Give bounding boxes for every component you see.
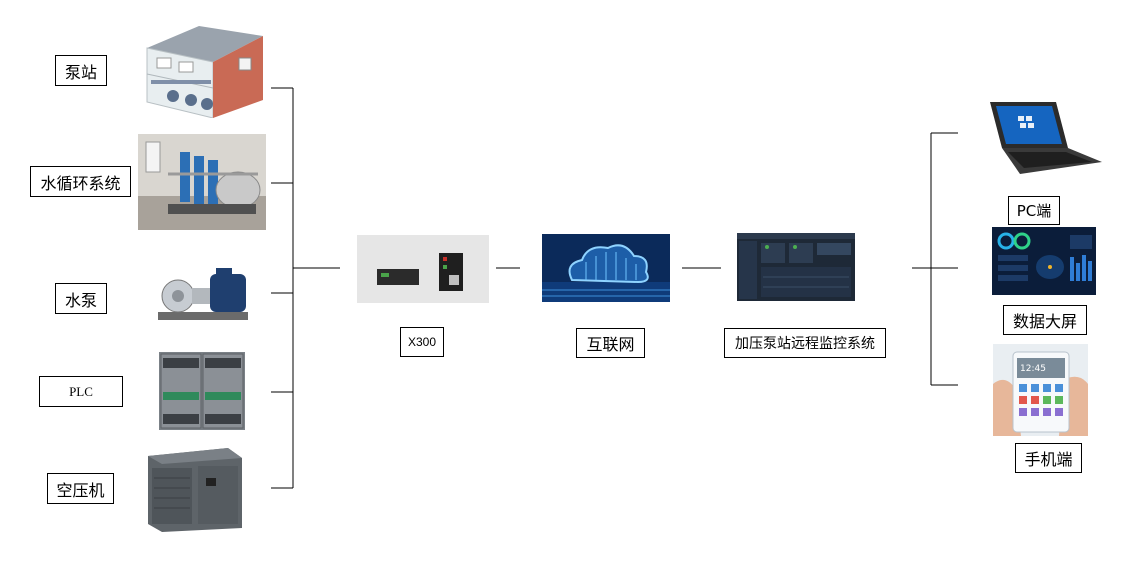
- source-label-water-circulation: 水循环系统: [30, 166, 131, 197]
- gateway-label: X300: [400, 327, 444, 357]
- network-label: 互联网: [576, 328, 645, 358]
- client-label-pc: PC端: [1008, 196, 1060, 225]
- client-label-mobile: 手机端: [1015, 443, 1082, 473]
- water-pump-icon: [158, 268, 248, 320]
- gateway-device-icon: [357, 235, 489, 303]
- air-compressor-icon: [148, 448, 242, 532]
- phone-clock-text: 12:45: [1020, 364, 1046, 374]
- source-label-plc: PLC: [39, 376, 123, 407]
- system-label: 加压泵站远程监控系统: [724, 328, 886, 358]
- water-circulation-system-icon: [138, 134, 266, 230]
- laptop-icon: [990, 102, 1102, 174]
- pump-station-building-icon: [146, 26, 263, 118]
- mobile-phone-icon: 12:45: [993, 344, 1088, 436]
- plc-module-icon: [159, 352, 245, 430]
- client-label-data-screen: 数据大屏: [1003, 305, 1087, 335]
- source-label-air-compressor: 空压机: [47, 473, 114, 504]
- cloud-network-icon: [542, 234, 670, 302]
- source-label-water-pump: 水泵: [55, 283, 107, 314]
- monitoring-dashboard-icon: [737, 233, 855, 301]
- data-screen-icon: [992, 227, 1096, 295]
- source-label-pump-station: 泵站: [55, 55, 107, 86]
